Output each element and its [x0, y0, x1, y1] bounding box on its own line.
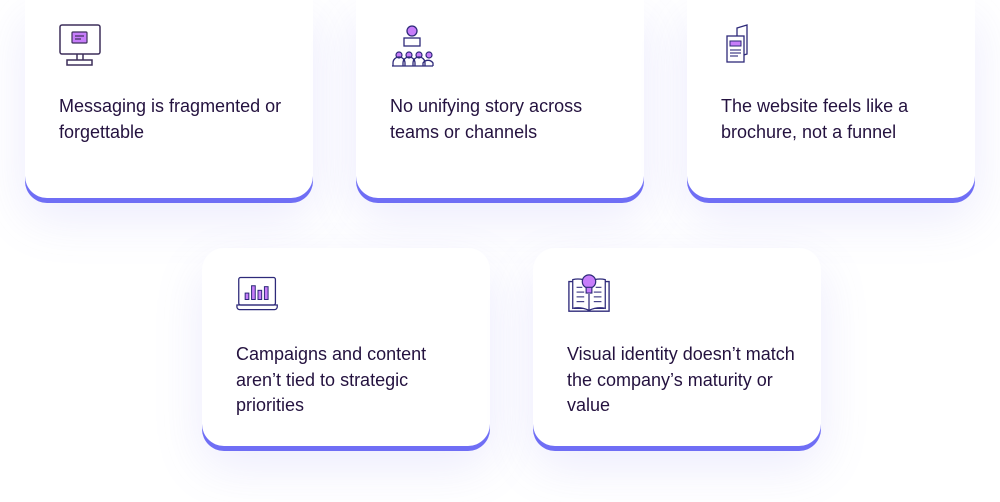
card-text: Campaigns and content aren’t tied to str… [236, 344, 427, 415]
pain-point-card-campaigns: Campaigns and content aren’t tied to str… [202, 248, 490, 446]
pain-point-card-story: No unifying story across teams or channe… [356, 0, 644, 198]
pain-point-card-website: The website feels like a brochure, not a… [687, 0, 975, 198]
pain-point-card-visual-identity: Visual identity doesn’t match the compan… [533, 248, 821, 446]
book-lightbulb-icon [568, 274, 610, 312]
card-text: No unifying story across teams or channe… [390, 96, 583, 142]
laptop-bar-chart-icon [236, 276, 278, 311]
monitor-chat-icon [59, 24, 101, 66]
card-text: The website feels like a brochure, not a… [721, 96, 909, 142]
card-text: Messaging is fragmented or forgettable [59, 96, 282, 142]
presenter-audience-icon [392, 25, 434, 67]
documents-icon [726, 24, 748, 63]
card-text: Visual identity doesn’t match the compan… [567, 344, 795, 415]
pain-point-card-messaging: Messaging is fragmented or forgettable [25, 0, 313, 198]
